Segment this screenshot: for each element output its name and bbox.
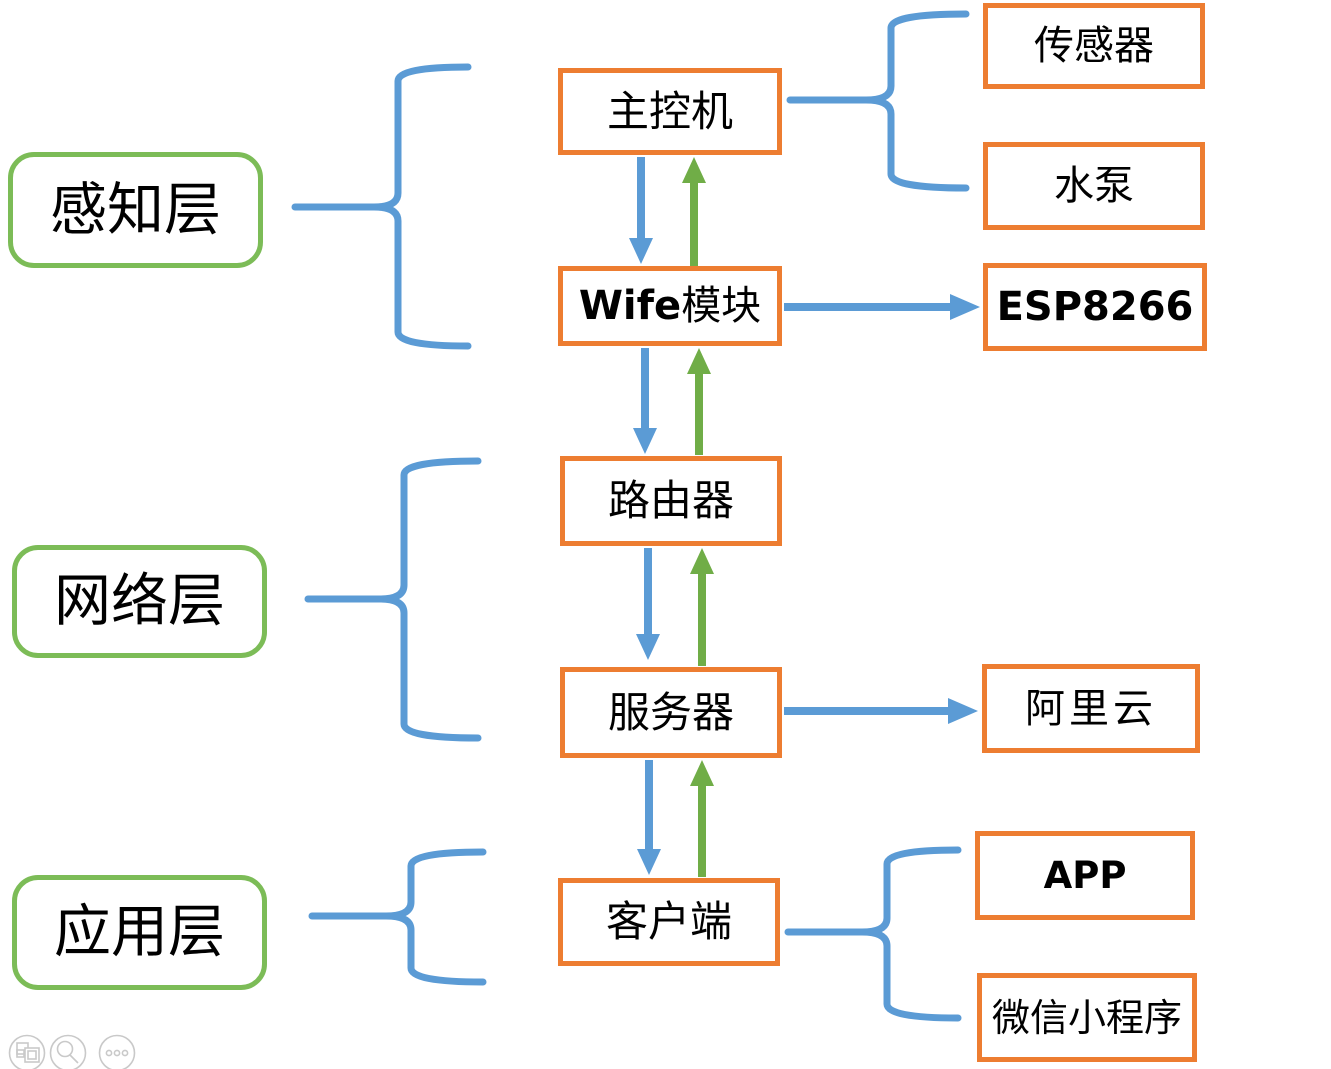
arrow-right-wifi-to-esp8266 [784,294,980,320]
node-water-pump-label: 水泵 [1054,163,1134,209]
arrow-down-main-to-wifi [629,157,653,264]
node-wifi-module-label-zh: 模块 [681,283,762,329]
node-router: 路由器 [560,456,782,546]
node-server: 服务器 [560,667,782,758]
node-router-label: 路由器 [607,476,734,525]
brace-client [861,846,962,1022]
node-aliyun-label: 阿里云 [1025,685,1157,732]
arrow-up-client-to-server [690,760,714,877]
layer-label-perception: 感知层 [50,176,221,243]
node-sensor: 传感器 [983,3,1205,89]
brace-application [385,848,487,986]
layer-box-network: 网络层 [12,545,267,658]
layer-label-network: 网络层 [54,568,225,634]
node-wechat-miniprogram-label: 微信小程序 [991,995,1182,1040]
arrow-down-wifi-to-router [633,348,657,454]
slide-panel-button[interactable] [8,1034,46,1069]
more-icon [105,1049,113,1057]
node-wechat-miniprogram: 微信小程序 [977,973,1197,1062]
node-main-controller-label: 主控机 [606,86,733,136]
more-button[interactable] [98,1034,136,1069]
node-water-pump: 水泵 [983,142,1205,230]
brace-main-controller [865,10,970,192]
layer-box-application: 应用层 [12,875,267,990]
node-wifi-module-label-en: Wife [578,283,682,329]
arrow-down-router-to-server [636,548,660,660]
node-sensor-label: 传感器 [1034,23,1154,69]
node-main-controller: 主控机 [558,68,782,155]
node-client-label: 客户端 [605,897,732,946]
node-aliyun: 阿里云 [982,664,1200,753]
brace-network [379,457,482,742]
zoom-icon [56,1040,74,1058]
node-esp8266-label: ESP8266 [996,284,1194,330]
arrow-down-server-to-client [637,760,661,875]
layer-label-application: 应用层 [54,899,225,965]
arrow-up-router-to-wifi [687,348,711,455]
reading-toolbar [8,1034,136,1069]
arrow-right-server-to-aliyun [784,698,978,724]
zoom-button[interactable] [49,1034,87,1069]
layer-box-perception: 感知层 [8,152,263,268]
node-esp8266: ESP8266 [983,263,1207,351]
node-server-label: 服务器 [607,687,734,737]
brace-perception [373,63,472,350]
arrow-up-server-to-router [690,548,714,666]
node-app: APP [975,831,1195,920]
node-client: 客户端 [558,878,780,966]
node-app-label: APP [1043,854,1127,897]
